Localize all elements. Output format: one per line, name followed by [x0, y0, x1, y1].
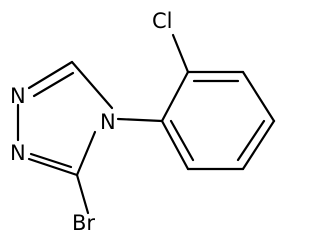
atom-label-n-aryl: N — [100, 110, 116, 134]
bond-c5-n4 — [70, 60, 114, 110]
bond-n4-c3 — [75, 130, 97, 177]
bond-ar4-ar5-double — [236, 119, 266, 162]
bond-n1-c5-double — [32, 71, 75, 98]
bond-c3-n2 — [27, 157, 79, 177]
bond-c3-br — [75, 173, 90, 215]
bond-n1-c5 — [27, 60, 74, 90]
bond-ar4-ar5 — [241, 119, 276, 171]
molecule-svg: N N N Br Cl — [10, 9, 276, 235]
bond-ar1-ar2 — [160, 70, 190, 123]
atom-label-chlorine: Cl — [152, 9, 173, 33]
bond-ar3-ar4 — [241, 70, 276, 123]
bond-ar6-ar1 — [160, 119, 190, 171]
atom-label-bromine: Br — [72, 211, 95, 235]
atom-label-n-top: N — [10, 84, 26, 108]
bond-n4-aryl — [116, 117, 164, 123]
structure-diagram: N N N Br Cl — [10, 9, 276, 235]
bond-ar2-cl — [171, 33, 190, 74]
bond-c3-n2-double — [29, 152, 73, 169]
atom-label-n-bottom: N — [10, 141, 26, 165]
bond-ar6-ar1-double — [169, 119, 195, 162]
